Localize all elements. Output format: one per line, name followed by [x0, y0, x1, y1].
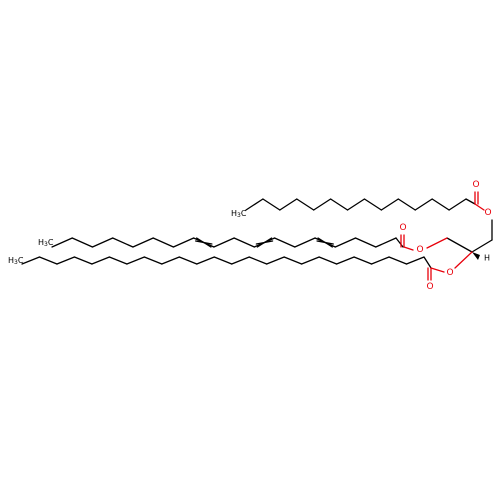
chain2-bond: [51, 237, 73, 248]
chain3-bond: [213, 256, 233, 265]
double-bond-inner: [255, 240, 274, 245]
chain3-bond: [248, 256, 268, 265]
chain2-bond: [91, 237, 114, 248]
chain2-bond: [213, 237, 235, 248]
methyl-label-chain3: H3C: [8, 256, 24, 266]
chain3-bond: [73, 256, 93, 265]
chain3-bond: [161, 256, 180, 265]
chain1-bond: [414, 198, 433, 211]
ester-bond: [430, 267, 445, 273]
chain1-bond: [313, 198, 332, 211]
chain1-bond: [431, 198, 450, 211]
chain3-bond: [108, 256, 128, 265]
chain1-bond: [448, 198, 467, 211]
chain3-bond: [388, 256, 408, 265]
ester-bond: [454, 251, 473, 269]
oxygen-label-ester2: O: [416, 245, 423, 255]
chain2-bond: [71, 237, 94, 248]
chain3-bond: [266, 256, 285, 265]
chain3-bond: [38, 256, 58, 265]
chain3-bond: [143, 256, 163, 265]
chain2-bond: [375, 237, 397, 248]
oxygen-label-carbonyl3: O: [426, 282, 433, 292]
chain3-bond: [283, 256, 303, 265]
chain3-bond: [335, 256, 355, 265]
chain3-bond: [91, 256, 111, 265]
double-bond-inner: [194, 240, 213, 245]
chain2-bond: [273, 237, 296, 248]
chain3-bond: [126, 256, 145, 265]
chain1-bond: [296, 198, 315, 211]
chain2-bond: [112, 237, 134, 248]
chain3-bond: [301, 256, 320, 265]
chain2-bond: [233, 237, 256, 248]
chain3-bond: [318, 256, 338, 265]
chain3-bond: [56, 256, 76, 265]
chain1-bond: [279, 198, 298, 211]
ester-bond: [426, 237, 448, 249]
oxygen-label-carbonyl2: O: [399, 223, 406, 233]
glycerol-bond: [446, 237, 473, 253]
chain3-bond: [21, 256, 41, 265]
chain1-bond: [262, 198, 281, 211]
stereo-wedge-bond: [472, 252, 480, 260]
chain1-bond: [397, 198, 416, 211]
glycerol-bond: [471, 239, 493, 253]
methyl-label-chain2: H3C: [38, 238, 54, 248]
chain1-bond: [329, 198, 349, 211]
oxygen-label-ester1: O: [484, 208, 491, 218]
hydrogen-label-stereocenter: H: [484, 254, 490, 263]
chain2-bond: [354, 237, 377, 248]
chain1-bond: [363, 198, 383, 211]
double-bond-inner: [316, 240, 334, 245]
chain1-bond: [465, 198, 476, 205]
oxygen-label-ester3: O: [446, 268, 453, 278]
chain1-bond: [380, 198, 399, 211]
methyl-label-chain1: H3C: [231, 209, 247, 219]
chain2-bond: [395, 237, 404, 248]
chain2-bond: [132, 237, 154, 248]
chain3-bond: [231, 256, 250, 265]
ester-bond: [474, 203, 485, 211]
chain2-bond: [334, 237, 357, 248]
ester-bond: [403, 246, 414, 251]
chain2-bond: [152, 237, 175, 248]
chain2-bond: [294, 237, 316, 248]
chain3-bond: [196, 256, 215, 265]
oxygen-label-carbonyl1: O: [472, 180, 479, 190]
chain3-bond: [178, 256, 198, 265]
chain2-bond: [172, 237, 195, 248]
chain1-bond: [245, 198, 264, 211]
chain1-bond: [346, 198, 366, 211]
chain3-bond: [353, 256, 373, 265]
chain3-bond: [370, 256, 390, 265]
chain3-bond: [405, 256, 425, 265]
chain3-bond: [423, 256, 432, 269]
